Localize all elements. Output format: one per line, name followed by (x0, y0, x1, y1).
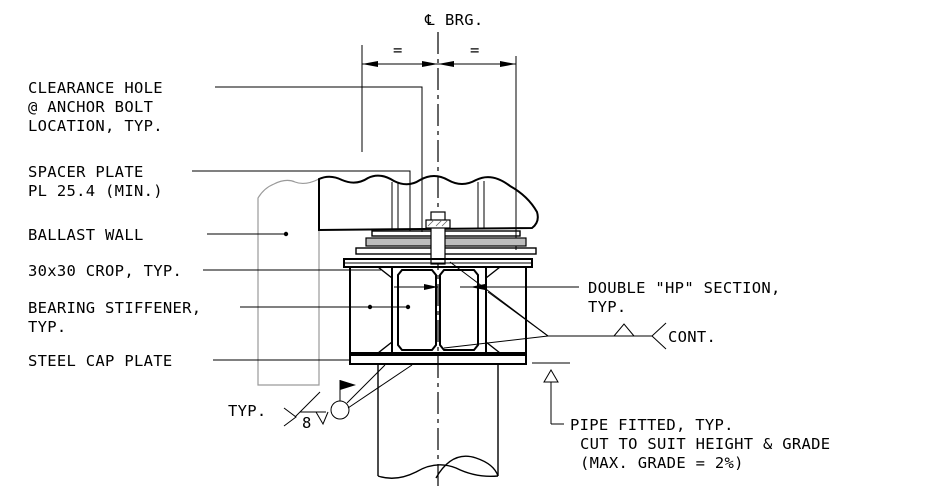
label-crop: 30x30 CROP, TYP. (28, 262, 182, 280)
dimension-equal-left: = (393, 41, 403, 59)
label-clearance-hole-2: @ ANCHOR BOLT (28, 98, 153, 116)
double-hp-section (349, 266, 527, 354)
centerline-symbol: ℄ (424, 11, 435, 29)
label-double-hp-1: DOUBLE "HP" SECTION, (588, 279, 781, 297)
pipe-leader (532, 362, 570, 425)
dimension-line (361, 45, 517, 250)
label-double-hp-2: TYP. (588, 298, 627, 316)
girder-section (318, 174, 539, 232)
label-pipe-3: (MAX. GRADE = 2%) (580, 454, 744, 472)
label-weld-typ: TYP. (228, 402, 267, 420)
dimension-equal-right: = (470, 41, 480, 59)
label-ballast-wall: BALLAST WALL (28, 226, 144, 244)
label-clearance-hole-1: CLEARANCE HOLE (28, 79, 163, 97)
label-spacer-plate-2: PL 25.4 (MIN.) (28, 182, 163, 200)
label-bearing-stiffener-2: TYP. (28, 318, 67, 336)
anchor-bolt (425, 211, 451, 265)
pipe (377, 364, 499, 479)
label-pipe-2: CUT TO SUIT HEIGHT & GRADE (580, 435, 830, 453)
leaders (192, 86, 579, 361)
spacer-plate (371, 230, 521, 237)
label-clearance-hole-3: LOCATION, TYP. (28, 117, 163, 135)
label-cont: CONT. (668, 328, 716, 346)
label-steel-cap-plate: STEEL CAP PLATE (28, 352, 172, 370)
weld-symbol-fillet (283, 364, 413, 427)
bearing-pad (365, 237, 527, 247)
label-pipe-1: PIPE FITTED, TYP. (570, 416, 734, 434)
label-weld-size: 8 (302, 414, 312, 432)
centerline-label: BRG. (445, 11, 484, 29)
ballast-wall-outline (257, 178, 320, 386)
label-bearing-stiffener-1: BEARING STIFFENER, (28, 299, 201, 317)
label-spacer-plate-1: SPACER PLATE (28, 163, 144, 181)
weld-symbol-cont (443, 261, 667, 350)
